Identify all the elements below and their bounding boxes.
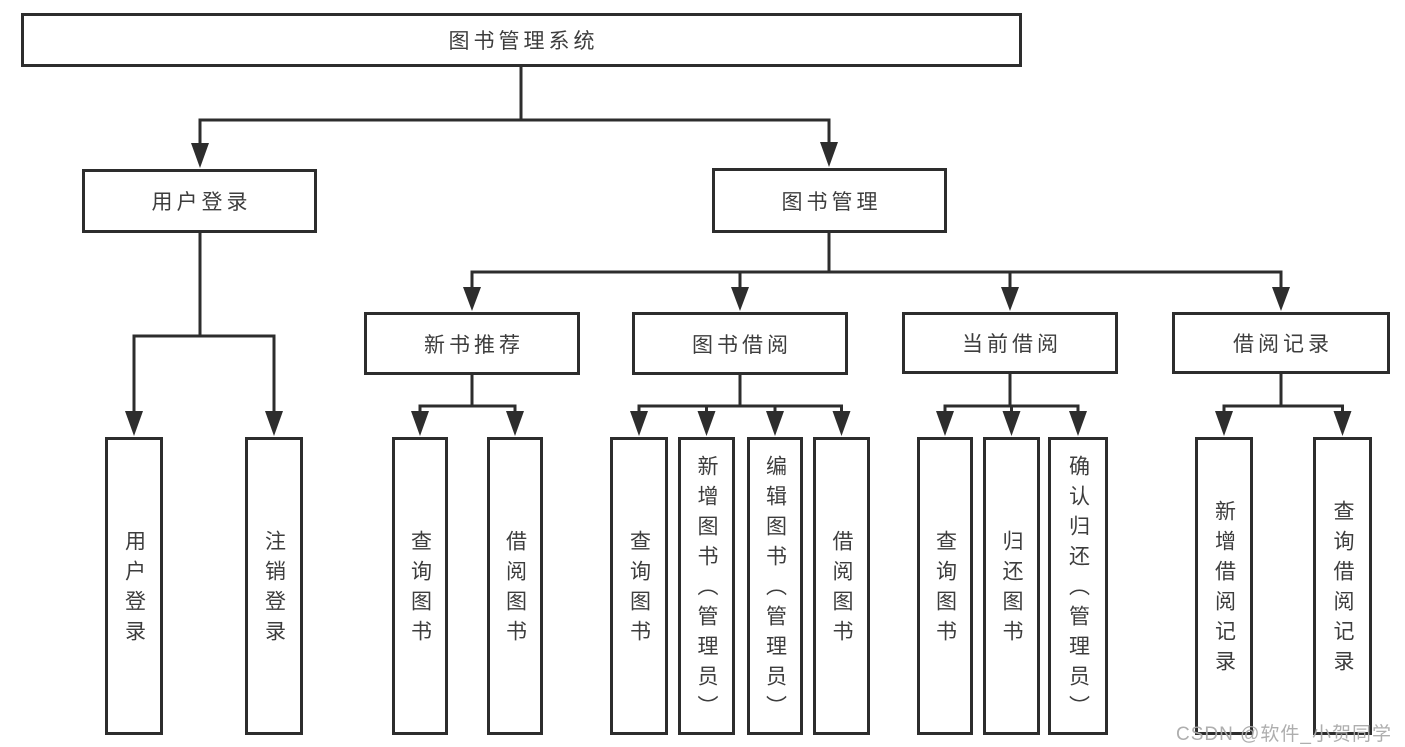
node-borrow-records: 借阅记录 [1172,312,1390,374]
leaf-return-books: 归还图书 [983,437,1040,735]
leaf-edit-books-admin-label: 编辑图书（管理员） [763,455,787,725]
leaf-confirm-return-admin-label: 确认归还（管理员） [1066,455,1090,725]
node-root: 图书管理系统 [21,13,1022,67]
leaf-query-books-recommend: 查询图书 [392,437,448,735]
node-book-borrow: 图书借阅 [632,312,848,375]
leaf-add-books-admin: 新增图书（管理员） [678,437,735,735]
leaf-confirm-return-admin: 确认归还（管理员） [1048,437,1108,735]
node-new-book-recommend: 新书推荐 [364,312,580,375]
leaf-query-books-borrow: 查询图书 [610,437,668,735]
leaf-borrow-books: 借阅图书 [813,437,870,735]
leaf-logout-label: 注销登录 [262,530,286,650]
leaf-borrow-books-recommend: 借阅图书 [487,437,543,735]
leaf-user-login: 用户登录 [105,437,163,735]
leaf-user-login-label: 用户登录 [122,530,146,650]
node-borrow-records-label: 借阅记录 [1233,333,1333,356]
leaf-query-books-borrow-label: 查询图书 [627,530,651,650]
node-current-borrow: 当前借阅 [902,312,1118,374]
node-user-login-label: 用户登录 [151,191,252,214]
leaf-borrow-books-label: 借阅图书 [830,530,854,650]
leaf-add-borrow-record: 新增借阅记录 [1195,437,1253,735]
leaf-query-borrow-record: 查询借阅记录 [1313,437,1372,735]
leaf-add-books-admin-label: 新增图书（管理员） [695,455,719,725]
leaf-edit-books-admin: 编辑图书（管理员） [747,437,803,735]
node-root-label: 图书管理系统 [448,30,599,53]
leaf-query-books-current-label: 查询图书 [933,530,957,650]
leaf-borrow-books-recommend-label: 借阅图书 [503,530,527,650]
watermark: CSDN @软件_小贺同学 [1176,724,1392,745]
leaf-query-books-recommend-label: 查询图书 [408,530,432,650]
node-new-book-recommend-label: 新书推荐 [424,333,524,357]
node-book-management-label: 图书管理 [781,190,882,214]
node-book-borrow-label: 图书借阅 [692,333,792,357]
leaf-add-borrow-record-label: 新增借阅记录 [1212,500,1236,680]
node-user-login: 用户登录 [82,169,317,233]
leaf-return-books-label: 归还图书 [1000,530,1024,650]
leaf-query-books-current: 查询图书 [917,437,973,735]
leaf-query-borrow-record-label: 查询借阅记录 [1331,500,1355,680]
leaf-logout: 注销登录 [245,437,303,735]
node-current-borrow-label: 当前借阅 [962,333,1062,356]
node-book-management: 图书管理 [712,168,947,233]
